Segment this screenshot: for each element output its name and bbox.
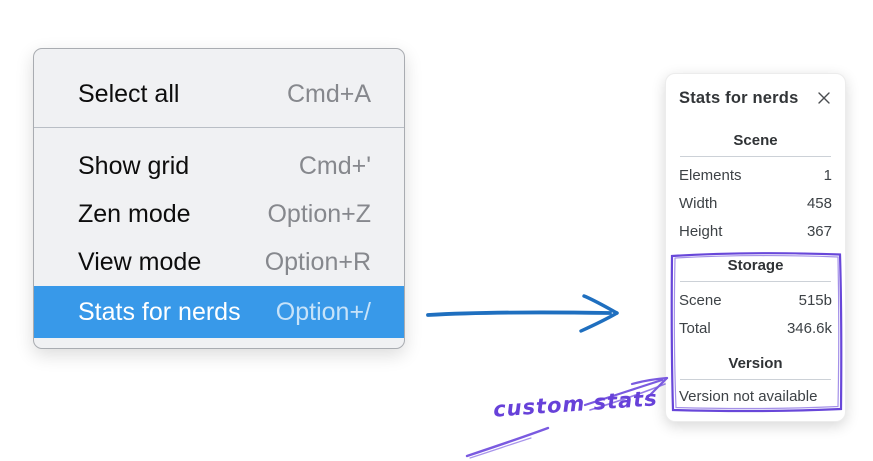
menu-item-select-all[interactable]: Select all Cmd+A [34, 61, 404, 127]
menu-item-label: Stats for nerds [78, 297, 241, 326]
section-header-scene: Scene [733, 132, 778, 149]
stat-value: 458 [806, 195, 832, 212]
section-header-version: Version [728, 355, 783, 372]
stat-row-width: Width 458 [679, 193, 832, 215]
menu-item-label: Show grid [78, 151, 190, 180]
stat-row-elements: Elements 1 [679, 165, 832, 187]
menu-item-stats-for-nerds[interactable]: Stats for nerds Option+/ [34, 286, 404, 338]
context-menu: Select all Cmd+A Show grid Cmd+' Zen mod… [33, 48, 405, 349]
menu-item-label: View mode [78, 247, 202, 276]
stat-value: 367 [806, 223, 832, 240]
menu-item-view-mode[interactable]: View mode Option+R [34, 238, 404, 286]
section-divider [680, 379, 831, 380]
stat-row-scene-storage: Scene 515b [679, 290, 832, 312]
stat-value: 515b [798, 292, 832, 309]
stats-panel: Stats for nerds Scene Elements 1 Width 4… [665, 73, 846, 422]
version-note: Version not available [679, 388, 818, 405]
menu-item-shortcut: Option+/ [275, 297, 371, 326]
menu-item-show-grid[interactable]: Show grid Cmd+' [34, 142, 404, 190]
section-header-storage: Storage [727, 257, 784, 274]
custom-stats-arrow-tail [465, 426, 550, 459]
menu-divider [34, 127, 404, 128]
menu-item-shortcut: Option+R [264, 247, 371, 276]
stat-label: Elements [679, 167, 742, 184]
menu-item-shortcut: Cmd+' [298, 151, 371, 180]
menu-item-label: Select all [78, 79, 180, 108]
stat-label: Scene [679, 292, 722, 309]
menu-item-shortcut: Option+Z [267, 199, 371, 228]
section-divider [680, 156, 831, 157]
menu-item-zen-mode[interactable]: Zen mode Option+Z [34, 190, 404, 238]
stats-panel-title: Stats for nerds [679, 88, 799, 107]
stat-value: 1 [823, 167, 832, 184]
stat-row-height: Height 367 [679, 221, 832, 243]
menu-item-shortcut: Cmd+A [286, 79, 371, 108]
stat-value: 346.6k [786, 320, 832, 337]
stat-label: Width [679, 195, 718, 212]
stat-label: Total [679, 320, 711, 337]
section-divider [680, 281, 831, 282]
close-icon[interactable] [816, 90, 832, 106]
stat-row-total-storage: Total 346.6k [679, 318, 832, 340]
stats-panel-header: Stats for nerds [679, 87, 832, 109]
custom-stats-label: custom stats [492, 386, 659, 422]
blue-arrow [426, 294, 619, 333]
stat-label: Height [679, 223, 723, 240]
menu-item-label: Zen mode [78, 199, 191, 228]
